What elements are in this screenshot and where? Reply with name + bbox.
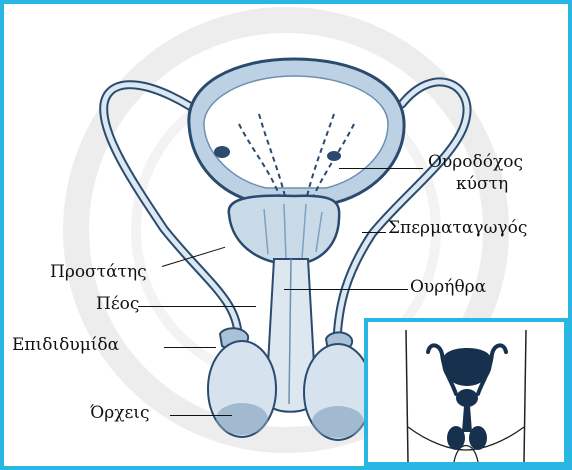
pelvis-outline-icon: [368, 322, 564, 462]
leader-epididymis: [164, 347, 216, 348]
label-epididymis: Επιδιδυμίδα: [12, 337, 119, 354]
leader-bladder: [339, 168, 423, 169]
label-testes: Όρχεις: [90, 405, 150, 422]
label-bladder-line2: κύστη: [456, 176, 508, 193]
label-urethra: Ουρήθρα: [410, 279, 486, 296]
label-vas-deferens: Σπερματαγωγός: [388, 220, 527, 237]
bladder-cavity: [204, 76, 388, 188]
leader-urethra: [284, 289, 408, 290]
leader-vas-deferens: [362, 232, 386, 233]
label-prostate: Προστάτης: [50, 264, 147, 281]
label-bladder-line1: Ουροδόχος: [428, 154, 523, 171]
leader-testes: [170, 415, 232, 416]
leader-penis: [138, 306, 256, 307]
label-penis: Πέος: [96, 296, 139, 313]
body-location-inset: [364, 318, 568, 466]
